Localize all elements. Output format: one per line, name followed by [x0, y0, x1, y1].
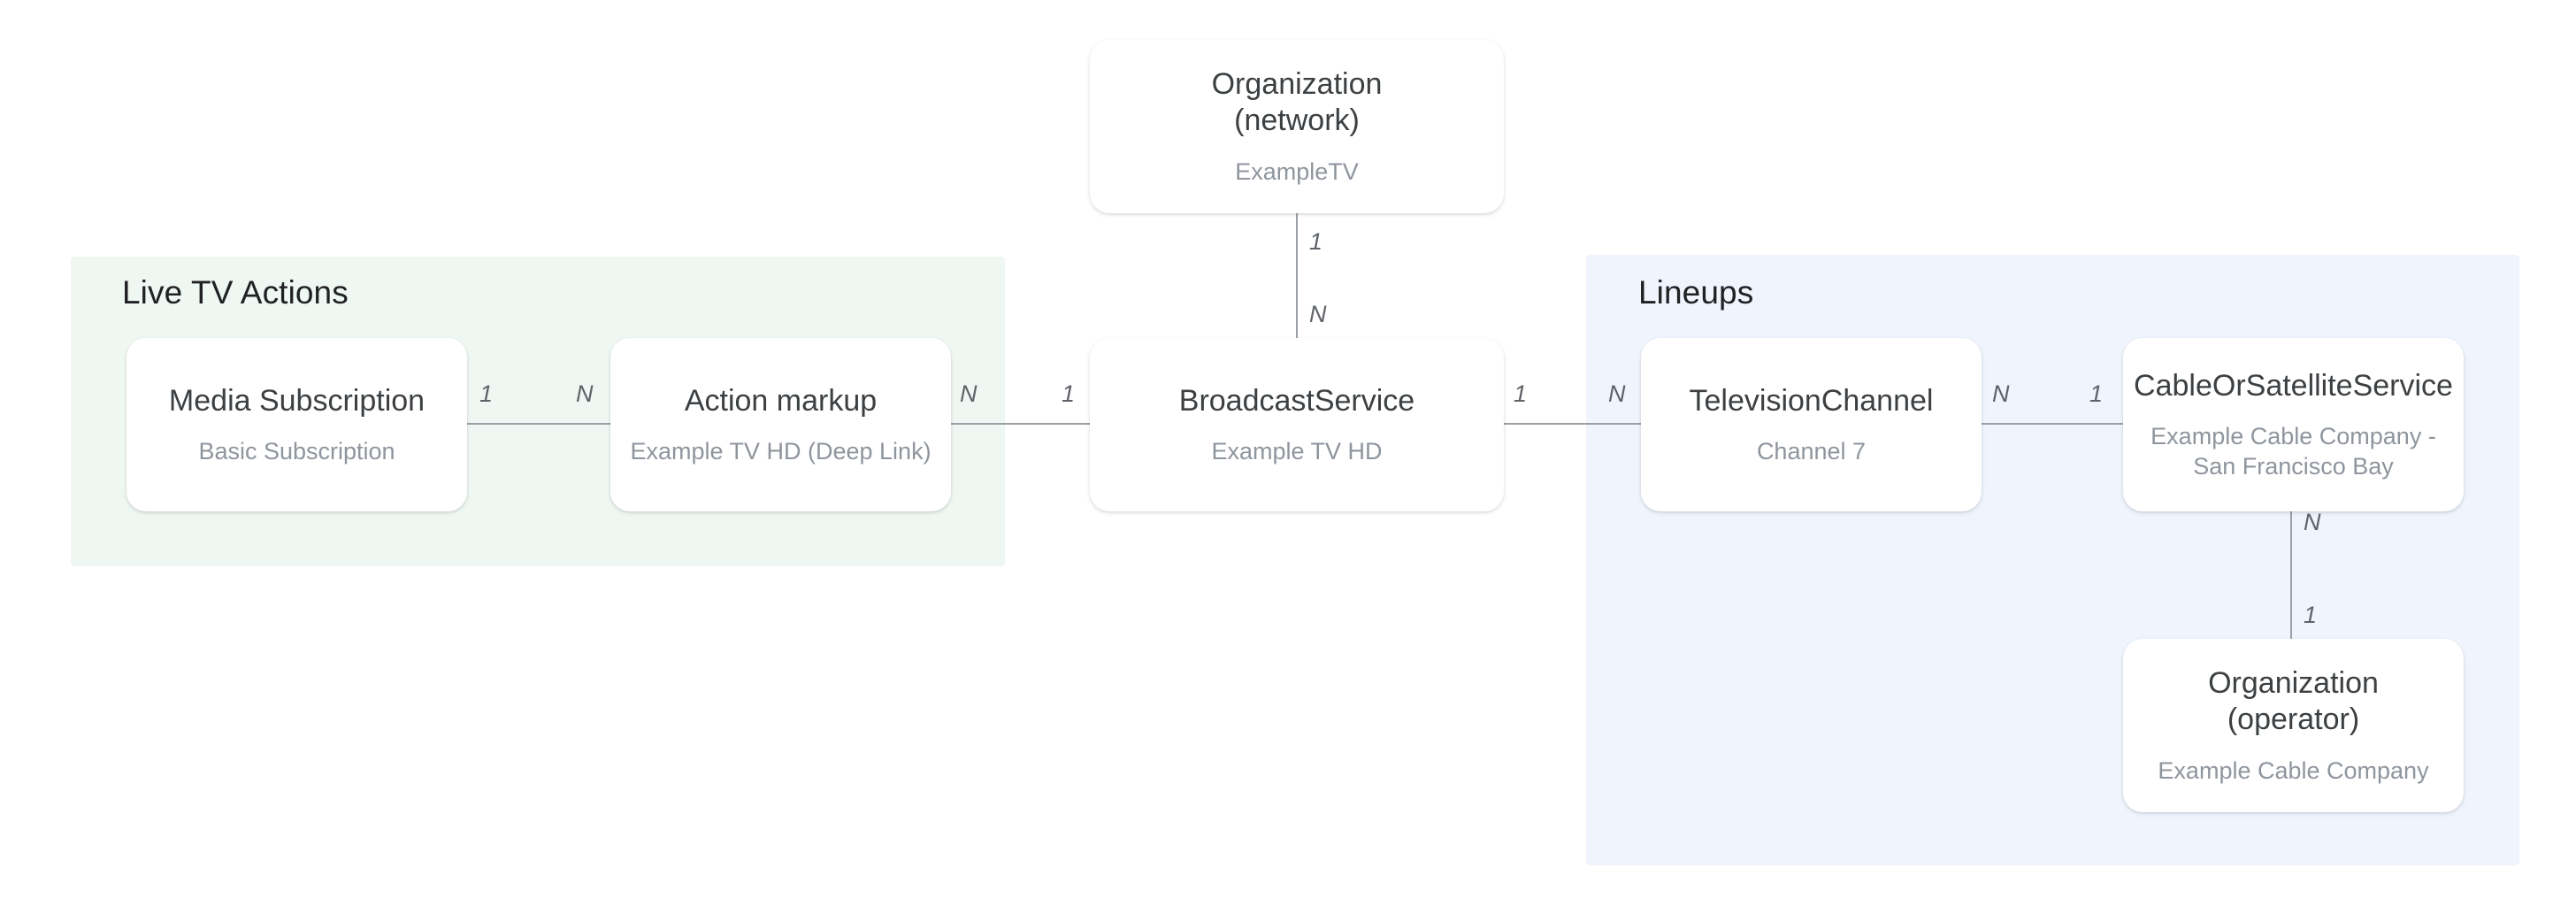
- edge-action-markup-to-broadcast-service: [948, 423, 1092, 425]
- cardinality-broadcast-service-to-television-channel-to: N: [1608, 380, 1626, 407]
- node-title-organization-network: Organization (network): [1211, 66, 1383, 138]
- edge-organization-network-to-broadcast-service: [1296, 212, 1298, 339]
- node-subtitle-organization-network: ExampleTV: [1235, 157, 1359, 185]
- cardinality-organization-network-to-broadcast-service-from: 1: [1309, 228, 1323, 255]
- node-subtitle-cable-or-satellite-service: Example Cable Company - San Francisco Ba…: [2150, 423, 2436, 480]
- cardinality-action-markup-to-broadcast-service-to: 1: [1062, 380, 1076, 407]
- node-subtitle-broadcast-service: Example TV HD: [1211, 438, 1383, 465]
- cardinality-media-subscription-to-action-markup-from: 1: [479, 380, 494, 407]
- node-subtitle-action-markup: Example TV HD (Deep Link): [630, 438, 932, 465]
- node-subtitle-organization-operator: Example Cable Company: [2158, 756, 2429, 784]
- node-television-channel[interactable]: TelevisionChannel Channel 7: [1641, 338, 1982, 511]
- node-action-markup[interactable]: Action markup Example TV HD (Deep Link): [610, 338, 951, 511]
- cardinality-television-channel-to-cable-or-satellite-service-to: 1: [2089, 380, 2104, 407]
- node-organization-network[interactable]: Organization (network) ExampleTV: [1090, 40, 1504, 213]
- cardinality-cable-or-satellite-service-to-organization-operator-from: N: [2304, 509, 2321, 535]
- edge-television-channel-to-cable-or-satellite-service: [1979, 423, 2125, 425]
- node-media-subscription[interactable]: Media Subscription Basic Subscription: [126, 338, 467, 511]
- edge-cable-or-satellite-service-to-organization-operator: [2290, 511, 2292, 639]
- node-title-cable-or-satellite-service: CableOrSatelliteService: [2134, 368, 2453, 403]
- group-title-lineups: Lineups: [1638, 274, 1754, 311]
- node-title-action-markup: Action markup: [684, 383, 878, 418]
- cardinality-television-channel-to-cable-or-satellite-service-from: N: [1992, 380, 2010, 407]
- node-organization-operator[interactable]: Organization (operator) Example Cable Co…: [2123, 639, 2464, 812]
- node-title-organization-operator: Organization (operator): [2208, 665, 2379, 737]
- node-title-media-subscription: Media Subscription: [168, 383, 426, 418]
- edge-broadcast-service-to-television-channel: [1501, 423, 1644, 425]
- group-title-live-tv-actions: Live TV Actions: [122, 274, 349, 311]
- cardinality-action-markup-to-broadcast-service-from: N: [960, 380, 978, 407]
- node-title-broadcast-service: BroadcastService: [1178, 383, 1415, 418]
- cardinality-cable-or-satellite-service-to-organization-operator-to: 1: [2304, 602, 2318, 628]
- cardinality-media-subscription-to-action-markup-to: N: [576, 380, 594, 407]
- node-cable-or-satellite-service[interactable]: CableOrSatelliteService Example Cable Co…: [2123, 338, 2464, 511]
- node-subtitle-media-subscription: Basic Subscription: [198, 438, 395, 465]
- node-broadcast-service[interactable]: BroadcastService Example TV HD: [1090, 338, 1504, 511]
- node-title-television-channel: TelevisionChannel: [1689, 383, 1934, 418]
- cardinality-broadcast-service-to-television-channel-from: 1: [1514, 380, 1528, 407]
- cardinality-organization-network-to-broadcast-service-to: N: [1309, 301, 1327, 327]
- node-subtitle-television-channel: Channel 7: [1756, 438, 1867, 465]
- edge-media-subscription-to-action-markup: [467, 423, 613, 425]
